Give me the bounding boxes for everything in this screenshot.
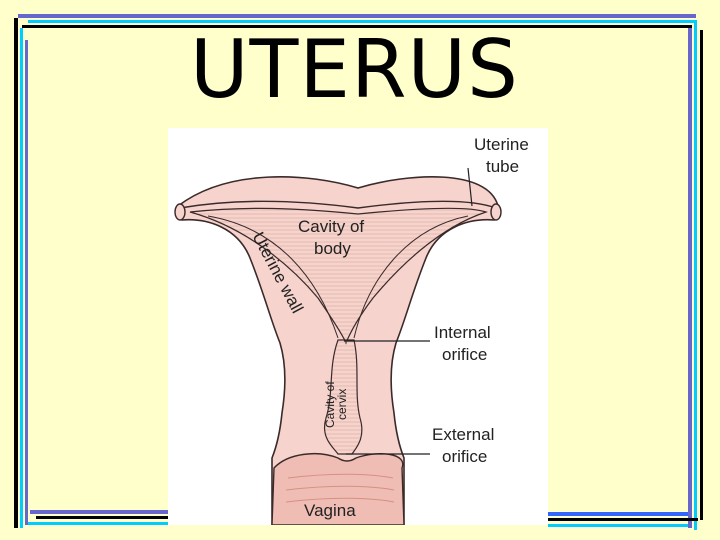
label-external-orifice-1: External (432, 425, 494, 444)
label-uterine-tube-1: Uterine (474, 135, 529, 154)
label-external-orifice-2: orifice (442, 447, 487, 466)
frame-left-bar-3 (25, 40, 28, 525)
frame-bottom-bar-2 (36, 516, 170, 519)
label-uterine-tube-2: tube (486, 157, 519, 176)
slide-title: UTERUS (190, 22, 519, 118)
uterus-diagram-svg: Uterine tube Cavity of body Uterine wall… (168, 128, 548, 525)
frame-bottom-bar-6 (548, 524, 688, 527)
label-vagina: Vagina (304, 501, 356, 520)
frame-bottom-bar-5 (548, 518, 698, 521)
label-cavity-cervix-2: cervix (335, 389, 349, 420)
frame-bottom-bar-4 (548, 512, 688, 516)
label-internal-orifice-2: orifice (442, 345, 487, 364)
frame-right-bar-3 (700, 30, 703, 520)
frame-right-bar-2 (694, 20, 697, 530)
frame-top-bar (18, 14, 696, 18)
label-cavity-body-2: body (314, 239, 351, 258)
uterus-diagram: Uterine tube Cavity of body Uterine wall… (168, 128, 548, 525)
frame-left-bar (14, 18, 18, 528)
label-internal-orifice-1: Internal (434, 323, 491, 342)
frame-bottom-bar (30, 510, 170, 514)
frame-left-bar-2 (20, 28, 23, 528)
label-cavity-body-1: Cavity of (298, 217, 364, 236)
left-tube-end (175, 204, 185, 220)
right-tube-end (491, 204, 501, 220)
frame-right-bar (688, 28, 692, 528)
frame-bottom-bar-3 (28, 522, 170, 525)
